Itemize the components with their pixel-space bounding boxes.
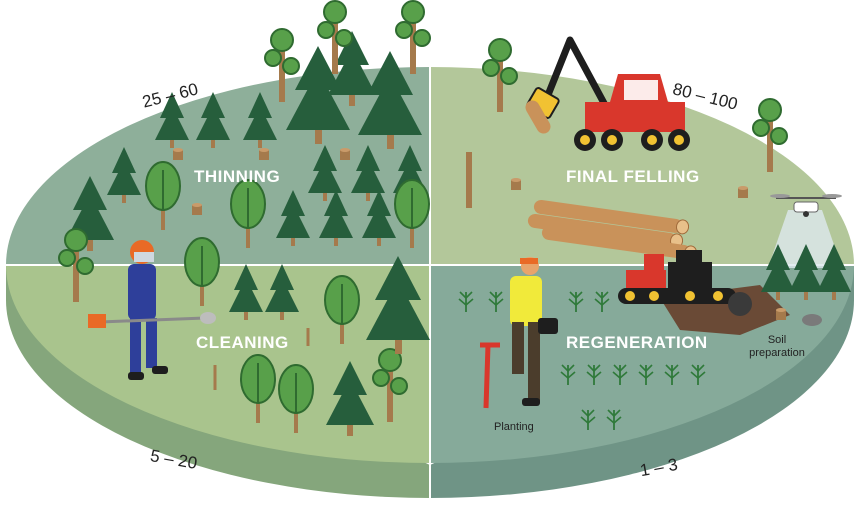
regeneration-area xyxy=(458,244,851,431)
harvester-machine xyxy=(525,36,690,151)
thinning-label: THINNING xyxy=(194,167,281,186)
final-felling-label: FINAL FELLING xyxy=(566,167,700,186)
drone xyxy=(768,194,842,268)
cleaning-worker xyxy=(88,240,216,380)
cleaning-label: CLEANING xyxy=(196,333,289,352)
soil-preparation-label: Soil preparation xyxy=(749,334,805,359)
final-felling-area xyxy=(466,36,842,268)
soil-preparation-tractor xyxy=(618,250,752,316)
regeneration-label: REGENERATION xyxy=(566,333,708,352)
planting-label: Planting xyxy=(494,421,534,433)
planter-worker xyxy=(480,257,558,409)
cleaning-area xyxy=(58,228,430,436)
